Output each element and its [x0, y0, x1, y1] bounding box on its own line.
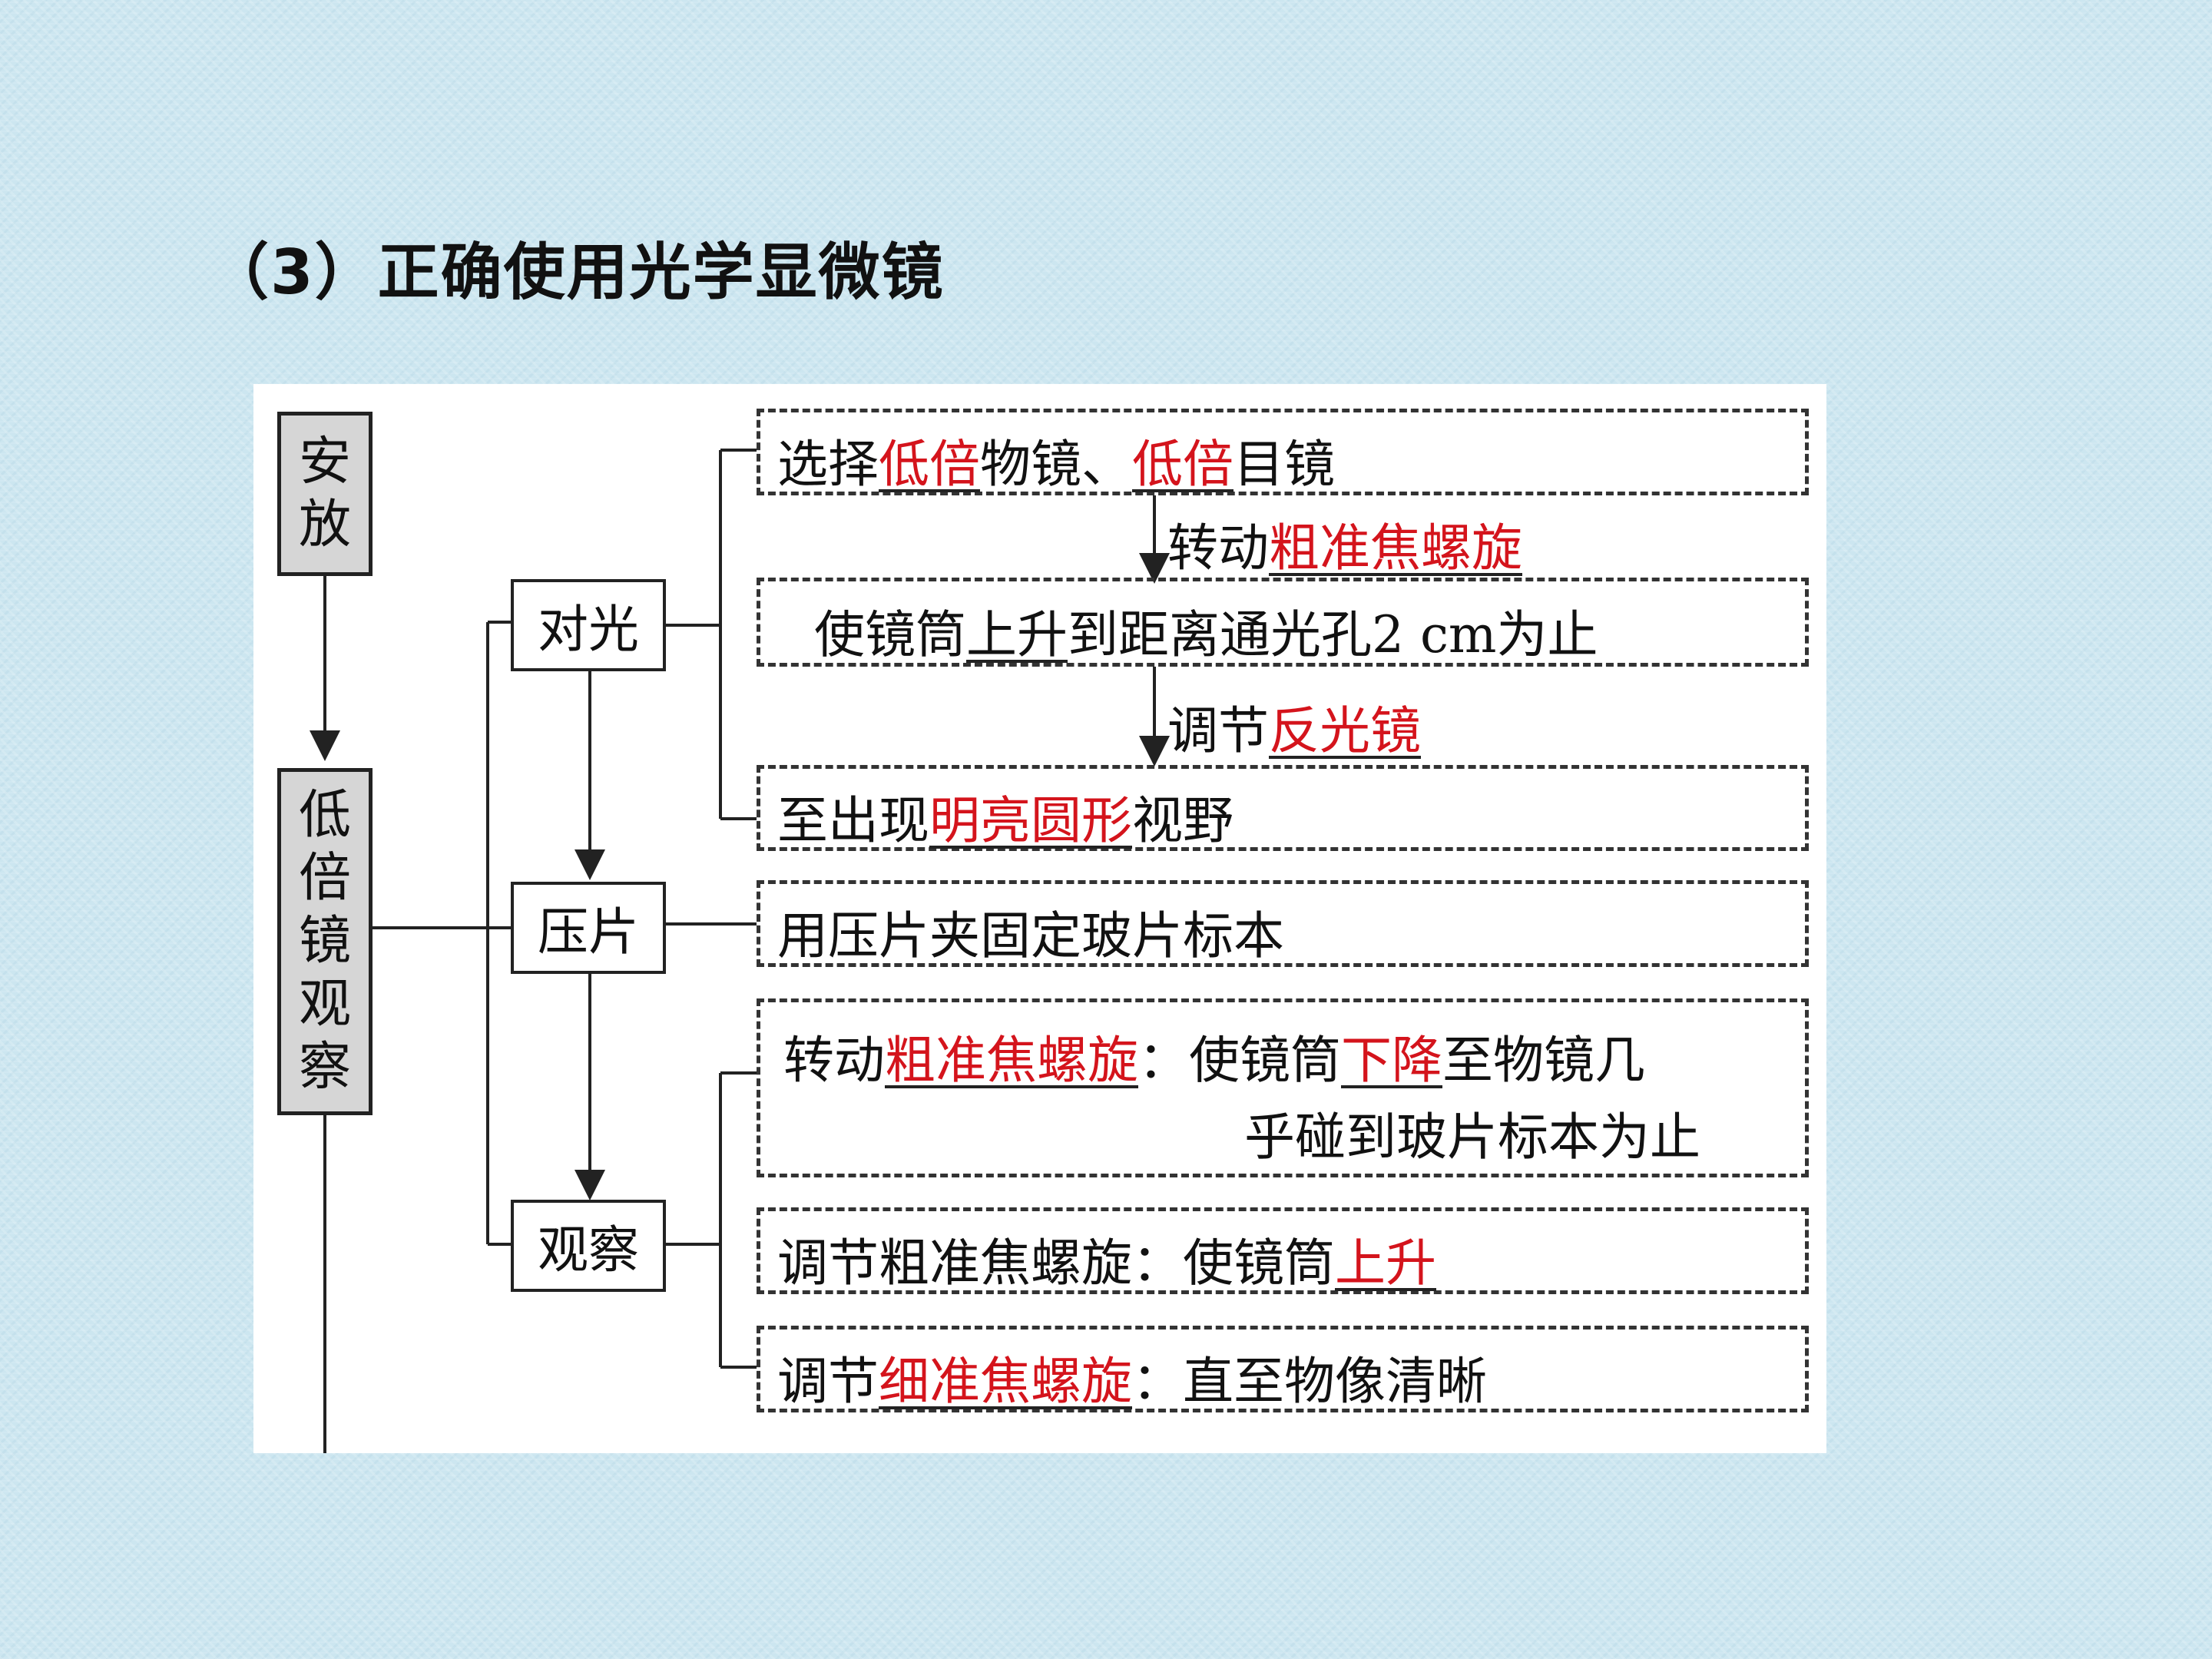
box-raise-tube: 使镜筒上升到距离通光孔2 cm为止	[757, 578, 1809, 667]
highlight-bright-circle: 明亮圆形	[929, 791, 1132, 850]
sub-observe: 观察	[511, 1200, 666, 1292]
sub-press: 压片	[511, 882, 666, 974]
box-lower-tube: 转动粗准焦螺旋：使镜筒下降至物镜几 乎碰到玻片标本为止	[757, 998, 1809, 1177]
highlight-lower: 下降	[1341, 1031, 1442, 1090]
step-place: 安放	[277, 412, 373, 576]
text-until-clear: ：直至物像清晰	[1132, 1352, 1487, 1411]
highlight-low-power-eyepiece: 低倍	[1132, 435, 1233, 494]
highlight-low-power-objective: 低倍	[879, 435, 980, 494]
highlight-raise: 上升	[1335, 1233, 1436, 1293]
box-bright-text: 至出现明亮圆形视野	[777, 780, 1233, 853]
text-field: 视野	[1132, 791, 1233, 850]
highlight-fine-knob: 细准焦螺旋	[879, 1352, 1132, 1411]
text-coarse-adjust: 调节粗准焦螺旋：使镜筒	[777, 1233, 1335, 1293]
step-low-power-label: 低倍镜观察	[298, 785, 351, 1098]
box-fine-text: 调节细准焦螺旋：直至物像清晰	[777, 1340, 1487, 1414]
box-coarse-raise-text: 调节粗准焦螺旋：使镜筒上升	[777, 1222, 1436, 1296]
box-fine-focus: 调节细准焦螺旋：直至物像清晰	[757, 1326, 1809, 1412]
text-turn-2: 转动	[783, 1031, 885, 1090]
text-objective: 物镜、	[980, 435, 1132, 494]
box-coarse-raise: 调节粗准焦螺旋：使镜筒上升	[757, 1207, 1809, 1294]
text-distance: 到距离通光孔2 cm为止	[1068, 605, 1598, 664]
box-select-text: 选择低倍物镜、低倍目镜	[777, 423, 1335, 497]
connector-lines	[310, 449, 1170, 1453]
box-select-low-power: 选择低倍物镜、低倍目镜	[757, 409, 1809, 495]
box-clip-text: 用压片夹固定玻片标本	[777, 906, 1284, 965]
sub-light: 对光	[511, 579, 666, 671]
box-bright-field: 至出现明亮圆形视野	[757, 765, 1809, 851]
step-place-label: 安放	[298, 432, 351, 555]
page-title: （3）正确使用光学显微镜	[207, 237, 945, 308]
text-adjust-2: 调节	[777, 1352, 879, 1411]
highlight-mirror: 反光镜	[1269, 701, 1421, 760]
flowchart-panel: 安放 低倍镜观察 对光 压片 观察 选择低倍物镜、低倍目镜 转动粗准焦螺旋 使镜…	[253, 384, 1826, 1453]
box-clip-slide: 用压片夹固定玻片标本	[757, 880, 1809, 967]
arrow-label-mirror: 调节反光镜	[1167, 690, 1421, 763]
text-eyepiece: 目镜	[1233, 435, 1335, 494]
step-low-power: 低倍镜观察	[277, 768, 373, 1115]
text-until: 至出现	[777, 791, 929, 850]
box-lower-line2: 乎碰到玻片标本为止	[1244, 1108, 1700, 1167]
text-select: 选择	[777, 435, 879, 494]
text-make-tube: ：使镜筒	[1138, 1031, 1341, 1090]
highlight-coarse-knob: 粗准焦螺旋	[1269, 518, 1522, 578]
underlined-raise: 上升	[966, 605, 1068, 664]
text-objective-almost: 至物镜几	[1442, 1031, 1645, 1090]
box-lower-line1: 转动粗准焦螺旋：使镜筒下降至物镜几	[783, 1019, 1645, 1093]
highlight-coarse-knob-2: 粗准焦螺旋	[885, 1031, 1138, 1090]
text-turn: 转动	[1167, 518, 1269, 578]
text-tube: 使镜筒	[814, 605, 966, 664]
arrow-label-coarse: 转动粗准焦螺旋	[1167, 507, 1522, 581]
text-adjust: 调节	[1167, 701, 1269, 760]
box-raise-text: 使镜筒上升到距离通光孔2 cm为止	[814, 594, 1598, 667]
